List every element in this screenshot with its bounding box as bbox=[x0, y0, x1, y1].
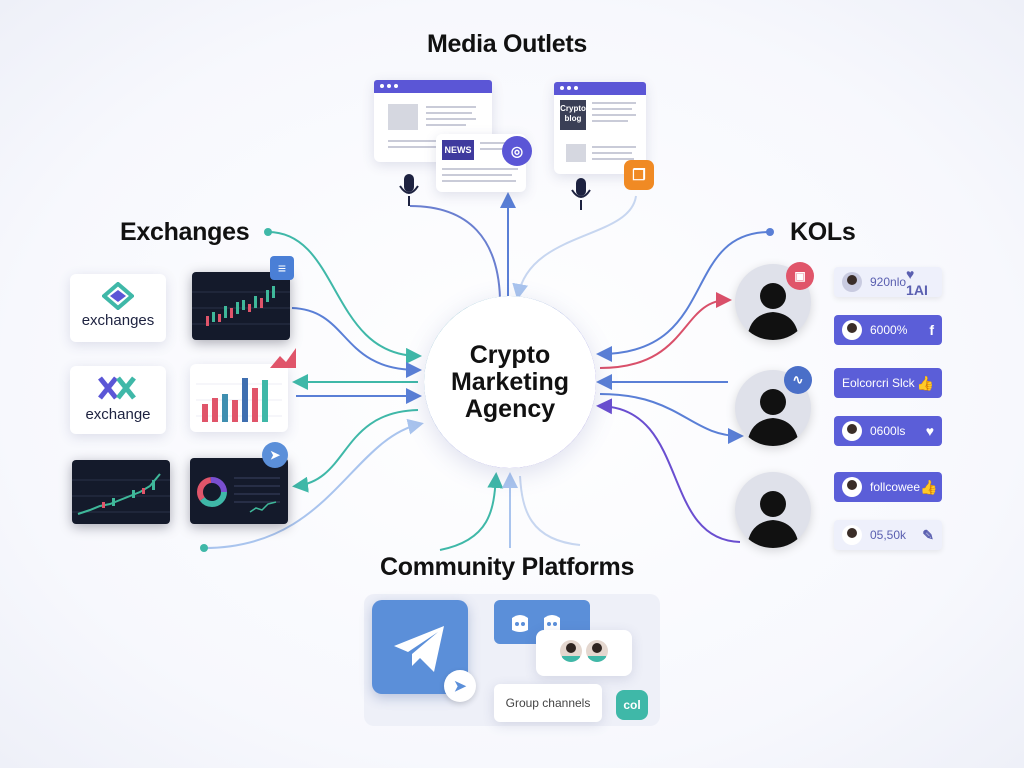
kols-title: KOLs bbox=[790, 218, 856, 246]
connector-exchanges-1 bbox=[267, 231, 422, 364]
kol-stat-pill-5: follcowee 👍 bbox=[834, 472, 942, 502]
avatar bbox=[842, 421, 862, 441]
facebook-icon: f bbox=[929, 322, 934, 338]
connector-exchanges-2 bbox=[291, 307, 422, 378]
connector-community-3 bbox=[519, 475, 581, 546]
exchange-logo-icon-1 bbox=[102, 282, 134, 310]
kol-stat-pill-2: 6000% f bbox=[834, 315, 942, 345]
connector-community-1 bbox=[439, 472, 504, 551]
trend-badge-icon: ∿ bbox=[784, 366, 812, 394]
exchange-logo-label-2: exchange bbox=[85, 406, 151, 423]
person-silhouette-icon bbox=[747, 283, 799, 340]
media-outlets-title: Media Outlets bbox=[427, 30, 588, 58]
kol-stat-pill-4: 0600ls ♥ bbox=[834, 416, 942, 446]
hub-title: Crypto Marketing Agency bbox=[450, 340, 570, 423]
person-silhouette-icon-3 bbox=[747, 491, 799, 548]
connector-exchanges-5 bbox=[292, 409, 419, 493]
portfolio-dashboard-panel bbox=[190, 458, 288, 524]
heart-icon: ♥ 1AI bbox=[906, 266, 928, 298]
discord-icon bbox=[512, 615, 560, 632]
candlestick-chart bbox=[192, 286, 290, 326]
news-badge: NEWS bbox=[442, 140, 474, 160]
bar-chart bbox=[196, 378, 282, 422]
line-chart bbox=[72, 473, 170, 515]
thumbs-up-icon: 👍 bbox=[916, 374, 934, 391]
telegram-icon-small: ➤ bbox=[262, 442, 288, 468]
member-avatar-1 bbox=[560, 640, 582, 662]
exchange-logo-card-2: exchange bbox=[70, 366, 166, 434]
crypto-blog-badge: Crypto blog bbox=[560, 100, 586, 130]
podcast-icon: ◎ bbox=[502, 136, 532, 166]
candlestick-chart-panel bbox=[192, 272, 290, 340]
microphone-icon-2 bbox=[571, 178, 591, 210]
connector-kols-2 bbox=[599, 292, 732, 369]
exchange-logo-icon-2 bbox=[98, 376, 136, 400]
avatar bbox=[842, 477, 862, 497]
connector-kols-4 bbox=[599, 393, 744, 444]
community-platforms-title: Community Platforms bbox=[380, 553, 635, 581]
crypto-blog-window: Crypto blog bbox=[554, 82, 646, 174]
exchanges-title: Exchanges bbox=[120, 218, 250, 246]
microphone-icon bbox=[399, 174, 419, 206]
connector-exchanges-6 bbox=[203, 418, 424, 549]
hub-node: Crypto Marketing Agency bbox=[424, 296, 596, 468]
connector-media-3 bbox=[512, 195, 637, 300]
video-badge-icon: ▣ bbox=[786, 262, 814, 290]
user-icon bbox=[842, 272, 862, 292]
trend-arrow-icon bbox=[270, 348, 296, 368]
connector-kols-1 bbox=[596, 231, 771, 362]
exchange-logo-card-1: exchanges bbox=[70, 274, 166, 342]
bar-chart-panel bbox=[190, 364, 288, 432]
heart-icon-2: ♥ bbox=[925, 423, 934, 439]
connector-kols-5 bbox=[596, 398, 741, 543]
donut-chart bbox=[197, 477, 280, 513]
kol-stat-pill-1: 920nlo ♥ 1AI bbox=[834, 266, 942, 298]
members-chat-card bbox=[536, 630, 632, 676]
group-channels-label: Group channels bbox=[494, 684, 602, 722]
chat-bubble-icon: col bbox=[616, 690, 648, 720]
telegram-icon bbox=[394, 626, 444, 672]
kol-avatar-3 bbox=[735, 472, 811, 548]
document-icon: ≡ bbox=[270, 256, 294, 280]
avatar bbox=[842, 525, 862, 545]
avatar bbox=[842, 320, 862, 340]
edit-icon: ✎ bbox=[922, 526, 934, 543]
kol-stat-pill-6: 05,50k ✎ bbox=[834, 520, 942, 550]
kol-stat-pill-3: Eolcorcri Slck 👍 bbox=[834, 368, 942, 398]
thumbs-up-icon-2: 👍 bbox=[920, 478, 938, 495]
rss-feed-icon: ❒ bbox=[624, 160, 654, 190]
person-silhouette-icon-2 bbox=[747, 389, 799, 446]
line-chart-panel bbox=[72, 460, 170, 524]
connector-media-1 bbox=[409, 205, 501, 299]
exchange-logo-label-1: exchanges bbox=[81, 312, 155, 329]
telegram-share-icon: ➤ bbox=[444, 670, 476, 702]
member-avatar-2 bbox=[586, 640, 608, 662]
